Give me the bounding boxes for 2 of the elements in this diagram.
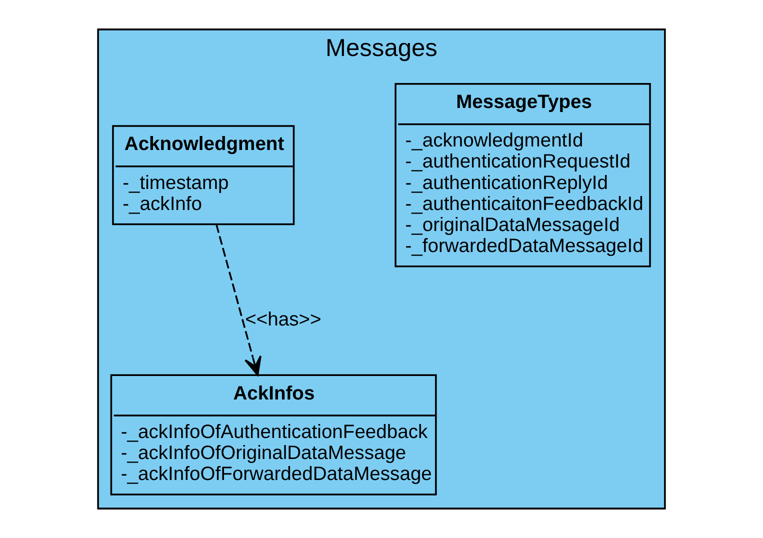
- edge-label: <<has>>: [245, 310, 322, 331]
- arrow: [216, 224, 262, 376]
